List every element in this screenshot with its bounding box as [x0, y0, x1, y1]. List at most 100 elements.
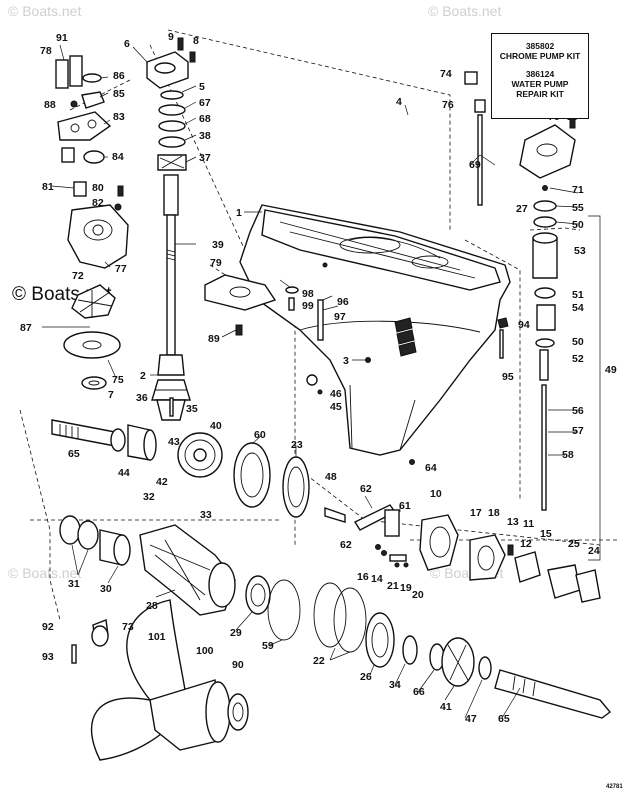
callout-76: 76: [442, 99, 454, 111]
watermark-top-right: © Boats.net: [428, 3, 501, 19]
callout-30: 30: [100, 583, 112, 595]
callout-62-bottom: 62: [340, 539, 352, 551]
callout-36: 36: [136, 392, 148, 404]
callout-61: 61: [399, 500, 411, 512]
callout-40: 40: [210, 420, 222, 432]
callout-26: 26: [360, 671, 372, 683]
watermark-low-left: © Boats.net: [8, 565, 81, 581]
callout-79: 79: [210, 257, 222, 269]
bracket-and-hardware: [204, 274, 415, 465]
callout-84: 84: [112, 151, 124, 163]
callout-81: 81: [42, 181, 54, 193]
callout-65-right: 65: [498, 713, 510, 725]
callout-74: 74: [440, 68, 452, 80]
callout-82: 82: [92, 197, 104, 209]
callout-24: 24: [588, 545, 600, 557]
callout-8: 8: [193, 35, 199, 47]
callout-labels: 1 2 3 4 5 6 7 8 9 10 11 12 13 14 15 16 1…: [20, 31, 617, 725]
callout-78: 78: [40, 45, 52, 57]
callout-42: 42: [156, 476, 168, 488]
callout-80: 80: [92, 182, 104, 194]
callout-7: 7: [108, 389, 114, 401]
callout-6: 6: [124, 38, 130, 50]
callout-32: 32: [143, 491, 155, 503]
callout-99: 99: [302, 300, 314, 312]
callout-21: 21: [387, 580, 399, 592]
callout-12: 12: [520, 538, 532, 550]
callout-4: 4: [396, 96, 402, 108]
callout-89: 89: [208, 333, 220, 345]
callout-94: 94: [518, 319, 530, 331]
callout-17: 17: [470, 507, 482, 519]
callout-39: 39: [212, 239, 224, 251]
callout-73: 73: [122, 621, 134, 633]
pinion-forward-gear: [51, 397, 310, 518]
callout-65-left: 65: [68, 448, 80, 460]
callout-48: 48: [325, 471, 337, 483]
callout-59: 59: [262, 640, 274, 652]
callout-34: 34: [389, 679, 401, 691]
callout-98: 98: [302, 288, 314, 300]
callout-19: 19: [400, 582, 412, 594]
callout-64: 64: [425, 462, 437, 474]
callout-29: 29: [230, 627, 242, 639]
clutch-shift-parts: [324, 504, 601, 603]
callout-33: 33: [200, 509, 212, 521]
callout-2: 2: [140, 370, 146, 382]
callout-57: 57: [572, 425, 584, 437]
callout-46: 46: [330, 388, 342, 400]
callout-60: 60: [254, 429, 266, 441]
callout-92: 92: [42, 621, 54, 633]
callout-77: 77: [115, 263, 127, 275]
callout-91: 91: [56, 32, 68, 44]
callout-44: 44: [118, 467, 130, 479]
callout-52: 52: [572, 353, 584, 365]
callout-53: 53: [574, 245, 586, 257]
callout-101: 101: [148, 631, 166, 643]
callout-97: 97: [334, 311, 346, 323]
callout-43: 43: [168, 436, 180, 448]
callout-51: 51: [572, 289, 584, 301]
callout-62-top: 62: [360, 483, 372, 495]
callout-75: 75: [112, 374, 124, 386]
figure-number: 42781: [606, 784, 623, 790]
callout-31: 31: [68, 578, 80, 590]
driveshaft-assembly: [146, 37, 196, 401]
callout-87: 87: [20, 322, 32, 334]
callout-50-bottom: 50: [572, 336, 584, 348]
callout-69: 69: [469, 159, 481, 171]
callout-49: 49: [605, 364, 617, 376]
kit-info-box: 385802 CHROME PUMP KIT 386124 WATER PUMP…: [491, 33, 589, 119]
leader-lines: [42, 44, 601, 719]
callout-86: 86: [113, 70, 125, 82]
callout-1: 1: [236, 207, 242, 219]
water-pump-repair-kit-part-number: 386124: [525, 69, 555, 79]
callout-9: 9: [168, 31, 174, 43]
shift-rod-water-tube: [464, 71, 576, 511]
watermark-top-left: © Boats.net: [8, 3, 81, 19]
water-pump-repair-kit-name-line1: WATER PUMP: [511, 79, 569, 89]
callout-88: 88: [44, 99, 56, 111]
callout-71: 71: [572, 184, 584, 196]
callout-66: 66: [413, 686, 425, 698]
callout-100: 100: [196, 645, 214, 657]
callout-18: 18: [488, 507, 500, 519]
callout-85: 85: [113, 88, 125, 100]
propeller: [71, 599, 249, 761]
callout-50-top: 50: [572, 219, 584, 231]
callout-11: 11: [523, 518, 534, 530]
callout-3: 3: [343, 355, 349, 367]
callout-15: 15: [540, 528, 552, 540]
kit-box-spacer: [492, 61, 588, 69]
callout-13: 13: [507, 516, 519, 528]
callout-20: 20: [412, 589, 424, 601]
callout-95: 95: [502, 371, 514, 383]
callout-55: 55: [572, 202, 584, 214]
callout-56: 56: [572, 405, 584, 417]
callout-47: 47: [465, 713, 477, 725]
callout-96: 96: [337, 296, 349, 308]
water-pump-assembly: [55, 55, 129, 390]
callout-45: 45: [330, 401, 342, 413]
bearing-carrier-assembly: [59, 515, 612, 719]
